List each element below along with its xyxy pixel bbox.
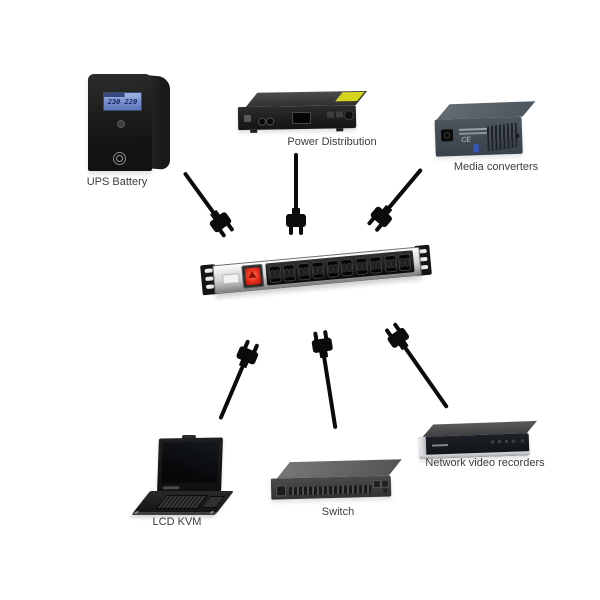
media-converter-front-panel: CE (434, 116, 523, 157)
ce-mark: CE (461, 136, 472, 144)
power-distribution-label: Power Distribution (287, 136, 377, 148)
reset-button-icon (383, 488, 388, 493)
kvm-keyboard-tray (131, 491, 234, 515)
mounting-hole (205, 284, 214, 290)
switch-label: Switch (321, 506, 355, 518)
usb-port-icon (520, 439, 525, 443)
pdu-body (212, 246, 422, 295)
pdu-outlet-strip (265, 250, 415, 286)
cable-wire (183, 171, 216, 214)
screw-icon (209, 511, 215, 514)
pdu-outlet (297, 262, 311, 281)
power-cable-lcd-kvm (218, 337, 264, 420)
screw-icon (134, 511, 140, 514)
media-converter-device: CE (434, 101, 536, 162)
power-cable-nvr (380, 319, 449, 410)
fiber-connector-icon (258, 117, 267, 126)
uplink-port-icon (380, 479, 390, 488)
pdu-outlet (368, 255, 383, 274)
power-distribution-device (236, 90, 368, 141)
kvm-screen (157, 437, 223, 493)
cable-wire (322, 356, 337, 430)
ups-battery-device: 230 220 (88, 74, 174, 174)
network-video-recorders-label: Network video recorders (425, 457, 545, 469)
lcd-kvm-device (131, 435, 240, 518)
console-port-icon (275, 485, 287, 497)
pdu-outlet (339, 258, 354, 277)
kvm-handle (182, 435, 196, 439)
power-cable-switch (308, 329, 337, 430)
pdu-outlet (397, 252, 411, 271)
plug-body (286, 214, 306, 227)
fiber-connector-icon (266, 117, 275, 126)
lcd-kvm-label: LCD KVM (152, 516, 202, 528)
device-foot (250, 129, 258, 133)
dc-power-jack-icon (440, 129, 454, 142)
ups-front-panel: 230 220 (88, 74, 152, 171)
pdu-power-switch (241, 263, 265, 289)
media-converters-label: Media converters (453, 161, 539, 173)
ups-lcd-reading: 230 220 (107, 98, 138, 106)
plug-prong (289, 226, 293, 235)
kvm-screen-panel (161, 441, 219, 484)
switch-front-panel (270, 475, 392, 500)
cable-wire (294, 153, 298, 209)
pdu-outlet (310, 260, 325, 279)
rack-pdu-device (200, 240, 432, 300)
power-distribution-front-panel (237, 105, 357, 131)
status-display (291, 111, 312, 125)
vent-slots (486, 122, 518, 152)
plug-prong (299, 226, 303, 235)
brand-logo-icon (243, 114, 252, 122)
ups-lcd-statusbar (104, 93, 141, 97)
pdu-brand-logo-icon (222, 272, 240, 285)
nvr-front-buttons (490, 439, 518, 444)
kvm-brand-logo-icon (163, 486, 180, 490)
uplink-port-icon (372, 479, 382, 489)
nvr-brand-logo-icon (432, 444, 449, 447)
ethernet-port-icon (334, 110, 345, 119)
plug-neck (292, 208, 300, 215)
side-hole (516, 133, 520, 138)
pdu-bar (200, 244, 432, 297)
pdu-outlet (268, 264, 282, 283)
ups-lcd-display: 230 220 (103, 92, 142, 111)
power-jack-icon (343, 110, 355, 121)
spec-text-lines (458, 127, 487, 131)
red-rocker-icon (244, 267, 262, 286)
sfp-port-row (289, 485, 372, 496)
mounting-hole (204, 276, 214, 282)
ups-brand-logo-icon (113, 152, 126, 165)
ethernet-port-icon (325, 110, 336, 119)
power-cable-media-converters (363, 168, 424, 235)
pdu-outlet (383, 254, 398, 273)
switch-device (270, 459, 402, 510)
device-foot (336, 128, 344, 132)
mounting-hole (203, 268, 213, 274)
power-cable-ups (183, 171, 238, 241)
ups-battery-label: UPS Battery (86, 176, 148, 188)
nvr-front-panel (418, 433, 530, 460)
pdu-outlet (355, 256, 369, 275)
yellow-sticker (335, 91, 365, 102)
cable-wire (218, 365, 245, 420)
blue-label (473, 144, 479, 153)
pdu-outlet (281, 263, 296, 282)
cable-wire (403, 346, 449, 410)
ups-power-button (117, 120, 125, 128)
pdu-outlet (326, 259, 340, 278)
cable-wire (387, 168, 424, 210)
